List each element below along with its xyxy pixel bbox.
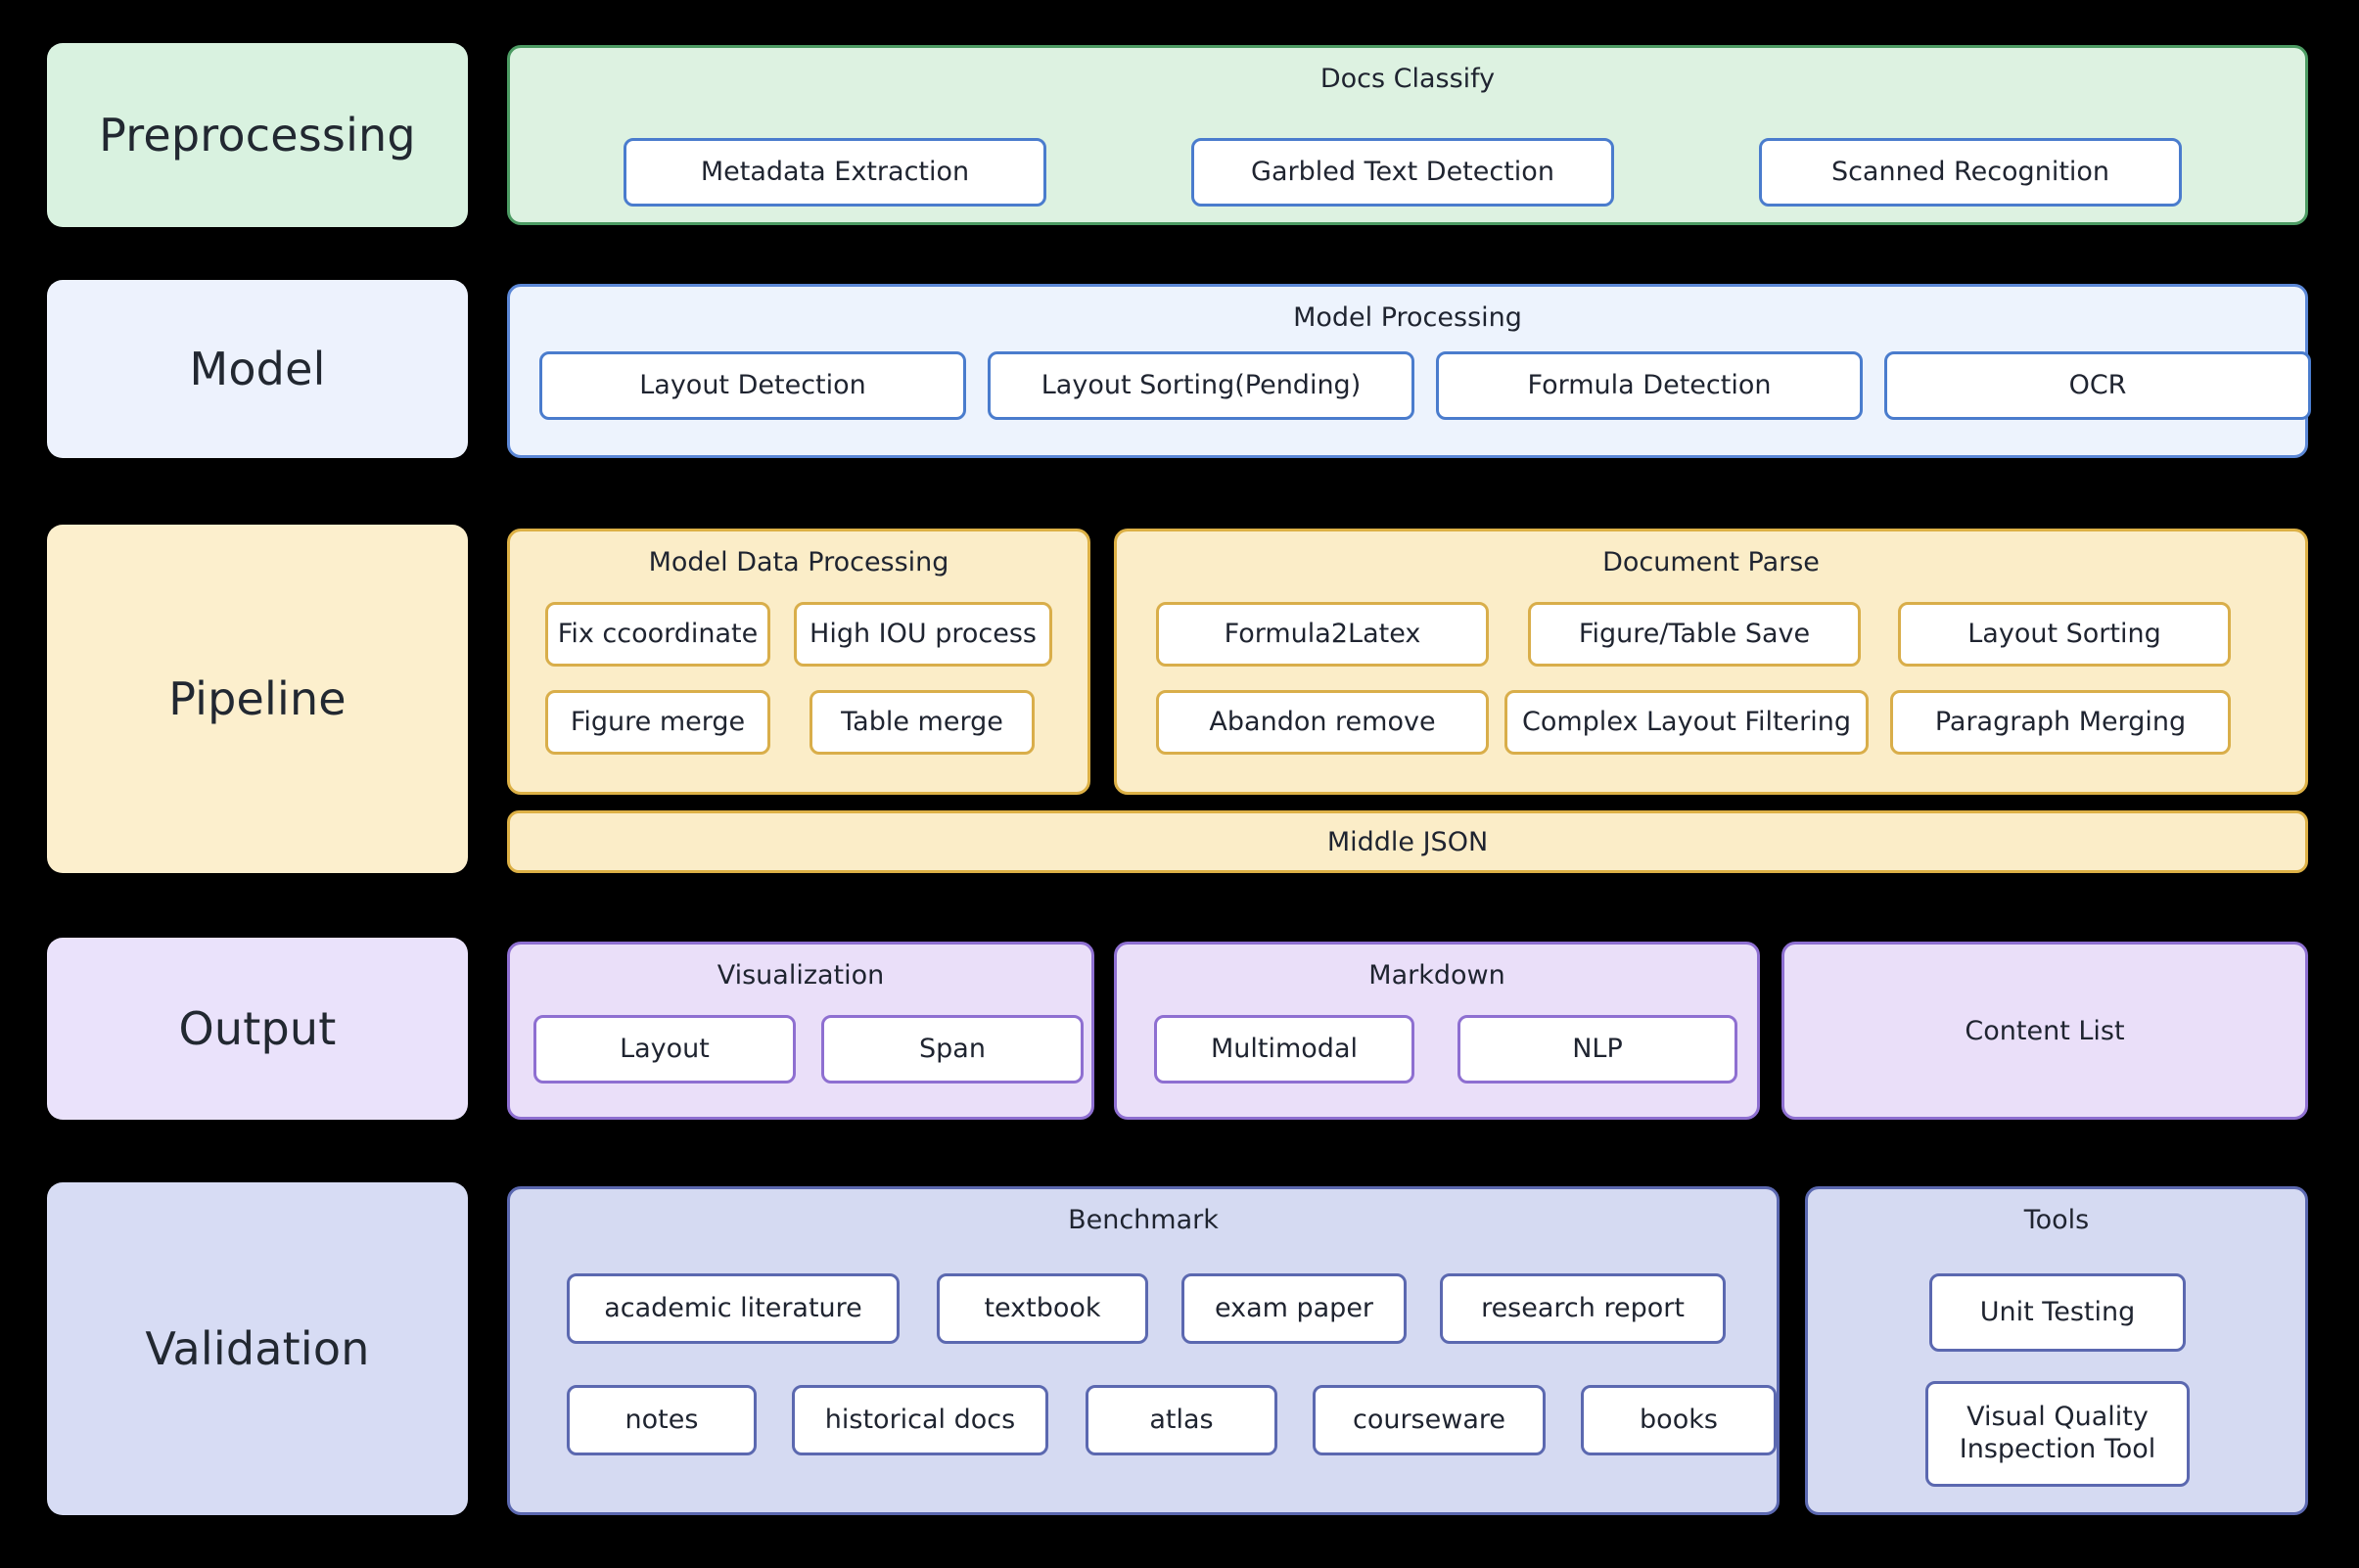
panel-docs-classify: Docs Classify Metadata Extraction Garble… <box>507 45 2308 225</box>
panel-markdown: Markdown Multimodal NLP <box>1114 942 1760 1120</box>
box-abandon-remove[interactable]: Abandon remove <box>1156 690 1489 755</box>
panel-title-model-data-processing: Model Data Processing <box>648 547 949 577</box>
panel-title-benchmark: Benchmark <box>1068 1205 1219 1235</box>
box-layout-sorting-pending[interactable]: Layout Sorting(Pending) <box>988 351 1414 420</box>
stage-label-preprocessing: Preprocessing <box>47 43 468 227</box>
box-exam-paper[interactable]: exam paper <box>1181 1273 1407 1344</box>
panel-title-docs-classify: Docs Classify <box>1319 64 1496 94</box>
panel-title-document-parse: Document Parse <box>1602 547 1820 577</box>
box-notes[interactable]: notes <box>567 1385 757 1455</box>
panel-document-parse: Document Parse Formula2Latex Figure/Tabl… <box>1114 529 2308 795</box>
box-complex-layout-filtering[interactable]: Complex Layout Filtering <box>1504 690 1869 755</box>
panel-title-visualization: Visualization <box>717 960 885 991</box>
box-atlas[interactable]: atlas <box>1086 1385 1277 1455</box>
panel-content-list: Content List <box>1781 942 2308 1120</box>
box-books[interactable]: books <box>1581 1385 1777 1455</box>
stage-label-output: Output <box>47 938 468 1120</box>
panel-model-data-processing: Model Data Processing Fix ccoordinate Hi… <box>507 529 1090 795</box>
panel-visualization: Visualization Layout Span <box>507 942 1094 1120</box>
stage-label-validation: Validation <box>47 1182 468 1515</box>
box-visual-quality-inspection-tool[interactable]: Visual Quality Inspection Tool <box>1925 1381 2190 1487</box>
box-metadata-extraction[interactable]: Metadata Extraction <box>624 138 1046 207</box>
box-unit-testing[interactable]: Unit Testing <box>1929 1273 2186 1352</box>
box-layout[interactable]: Layout <box>533 1015 796 1084</box>
box-multimodal[interactable]: Multimodal <box>1154 1015 1414 1084</box>
box-scanned-recognition[interactable]: Scanned Recognition <box>1759 138 2182 207</box>
box-fix-ccoordinate[interactable]: Fix ccoordinate <box>545 602 770 667</box>
box-paragraph-merging[interactable]: Paragraph Merging <box>1890 690 2231 755</box>
box-garbled-text-detection[interactable]: Garbled Text Detection <box>1191 138 1614 207</box>
box-ocr[interactable]: OCR <box>1884 351 2311 420</box>
box-figure-table-save[interactable]: Figure/Table Save <box>1528 602 1861 667</box>
box-table-merge[interactable]: Table merge <box>809 690 1035 755</box>
panel-title-model-processing: Model Processing <box>1293 302 1522 333</box>
box-layout-detection[interactable]: Layout Detection <box>539 351 966 420</box>
box-courseware[interactable]: courseware <box>1313 1385 1546 1455</box>
panel-tools: Tools Unit Testing Visual Quality Inspec… <box>1805 1186 2308 1515</box>
panel-title-markdown: Markdown <box>1368 960 1505 991</box>
panel-model-processing: Model Processing Layout Detection Layout… <box>507 284 2311 458</box>
stage-label-pipeline: Pipeline <box>47 525 468 873</box>
box-layout-sorting[interactable]: Layout Sorting <box>1898 602 2231 667</box>
bar-middle-json: Middle JSON <box>507 810 2308 873</box>
box-span[interactable]: Span <box>821 1015 1084 1084</box>
box-formula2latex[interactable]: Formula2Latex <box>1156 602 1489 667</box>
box-academic-literature[interactable]: academic literature <box>567 1273 900 1344</box>
box-high-iou-process[interactable]: High IOU process <box>794 602 1052 667</box>
box-figure-merge[interactable]: Figure merge <box>545 690 770 755</box>
box-research-report[interactable]: research report <box>1440 1273 1726 1344</box>
panel-benchmark: Benchmark academic literature textbook e… <box>507 1186 1780 1515</box>
box-textbook[interactable]: textbook <box>937 1273 1148 1344</box>
panel-title-tools: Tools <box>2023 1205 2090 1235</box>
stage-label-model: Model <box>47 280 468 458</box>
box-historical-docs[interactable]: historical docs <box>792 1385 1048 1455</box>
box-nlp[interactable]: NLP <box>1457 1015 1737 1084</box>
box-formula-detection[interactable]: Formula Detection <box>1436 351 1863 420</box>
